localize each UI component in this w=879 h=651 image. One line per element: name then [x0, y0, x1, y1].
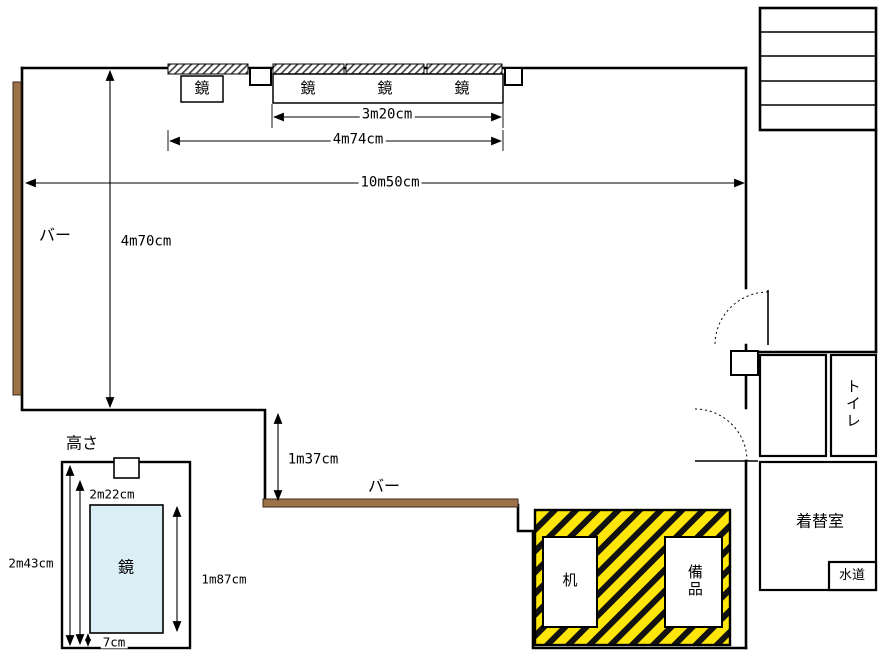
water-supply-label: 水道	[838, 568, 866, 584]
desk-label: 机	[562, 571, 578, 590]
dim-mirror-bottom-gap: 7cm	[100, 634, 128, 650]
dim-total-height: 2m43cm	[6, 555, 56, 571]
dim-mirror-group-width: 3m20cm	[359, 106, 415, 123]
mirror-label-boxes	[180, 73, 504, 104]
dim-mirror-height: 1m87cm	[199, 571, 249, 587]
dim-room-width: 10m50cm	[358, 174, 422, 191]
storage-zone	[533, 508, 732, 647]
mirror-label-1: 鏡	[194, 79, 210, 98]
staircase	[760, 31, 876, 106]
barres	[12, 81, 519, 508]
dim-upper-height: 2m22cm	[87, 486, 137, 502]
barre-bottom-label: バー	[367, 476, 401, 496]
dim-mirror-total-width: 4m74cm	[330, 131, 386, 148]
mirror-detail-label: 鏡	[117, 557, 135, 577]
barre-left-label: バー	[38, 225, 72, 245]
side-rooms	[758, 353, 878, 592]
mirror-strips	[167, 63, 503, 75]
dim-step-depth: 1m37cm	[285, 451, 341, 468]
equipment-label: 備品	[685, 564, 704, 598]
height-detail-title: 高さ	[65, 433, 99, 453]
doors	[694, 290, 769, 462]
mirror-label-3: 鏡	[377, 79, 393, 98]
changing-room-label: 着替室	[795, 511, 845, 531]
mirror-label-4: 鏡	[454, 79, 470, 98]
dim-room-depth: 4m70cm	[118, 233, 174, 250]
toilet-label: トイレ	[843, 378, 862, 430]
mirror-label-2: 鏡	[300, 79, 316, 98]
wall-pillars	[249, 67, 759, 376]
